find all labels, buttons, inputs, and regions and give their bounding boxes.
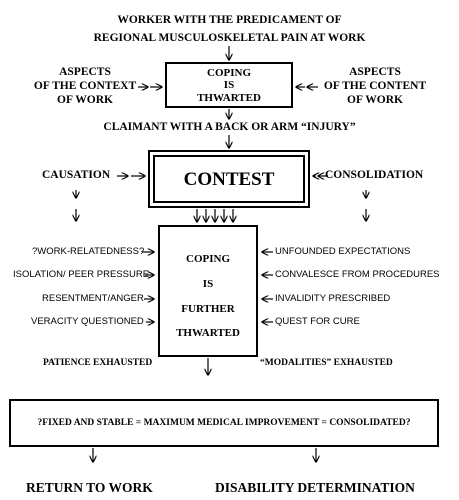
right-factor-3: INVALIDITY PRESCRIBED bbox=[275, 293, 391, 304]
left-factor-2: ISOLATION/ PEER PRESSURE bbox=[13, 269, 150, 280]
context-right-1: ASPECTS bbox=[349, 66, 401, 78]
coping-further-box: COPING IS FURTHER THWARTED bbox=[158, 225, 258, 357]
further-box-line-3: FURTHER bbox=[181, 303, 235, 315]
causation-label: CAUSATION bbox=[42, 169, 111, 181]
context-left-1: ASPECTS bbox=[59, 66, 111, 78]
fixed-stable-label: ?FIXED AND STABLE = MAXIMUM MEDICAL IMPR… bbox=[37, 418, 411, 428]
top-line-1: WORKER WITH THE PREDICAMENT OF bbox=[117, 14, 342, 26]
disability-determination: DISABILITY DETERMINATION bbox=[215, 480, 415, 495]
coping-box-line-3: THWARTED bbox=[197, 92, 261, 104]
further-box-line-2: IS bbox=[202, 278, 214, 290]
context-left-2: OF THE CONTEXT bbox=[33, 80, 137, 92]
return-to-work: RETURN TO WORK bbox=[26, 480, 153, 495]
claimant-label: CLAIMANT WITH A BACK OR ARM “INJURY” bbox=[103, 121, 356, 133]
modalities-exhausted: “MODALITIES” EXHAUSTED bbox=[260, 358, 393, 368]
further-box-line-4: THWARTED bbox=[176, 327, 240, 339]
left-factor-4: VERACITY QUESTIONED bbox=[31, 316, 144, 327]
consolidation-label: CONSOLIDATION bbox=[325, 169, 424, 181]
contest-box: CONTEST bbox=[148, 150, 310, 208]
right-factor-2: CONVALESCE FROM PROCEDURES bbox=[275, 269, 440, 280]
left-factor-1: ?WORK-RELATEDNESS? bbox=[32, 246, 145, 257]
coping-thwarted-box: COPING IS THWARTED bbox=[165, 62, 293, 108]
fixed-stable-box: ?FIXED AND STABLE = MAXIMUM MEDICAL IMPR… bbox=[9, 399, 439, 447]
right-factor-4: QUEST FOR CURE bbox=[275, 316, 360, 327]
right-factor-1: UNFOUNDED EXPECTATIONS bbox=[275, 246, 411, 257]
coping-box-line-2: IS bbox=[223, 79, 235, 91]
context-left-3: OF WORK bbox=[57, 94, 113, 106]
left-factor-3: RESENTMENT/ANGER bbox=[42, 293, 144, 304]
contest-label: CONTEST bbox=[183, 169, 275, 190]
context-right-3: OF WORK bbox=[347, 94, 403, 106]
coping-box-line-1: COPING bbox=[207, 67, 251, 79]
top-line-2: REGIONAL MUSCULOSKELETAL PAIN AT WORK bbox=[93, 32, 366, 44]
patience-exhausted: PATIENCE EXHAUSTED bbox=[43, 358, 153, 368]
context-right-2: OF THE CONTENT bbox=[323, 80, 427, 92]
further-box-line-1: COPING bbox=[186, 253, 230, 265]
